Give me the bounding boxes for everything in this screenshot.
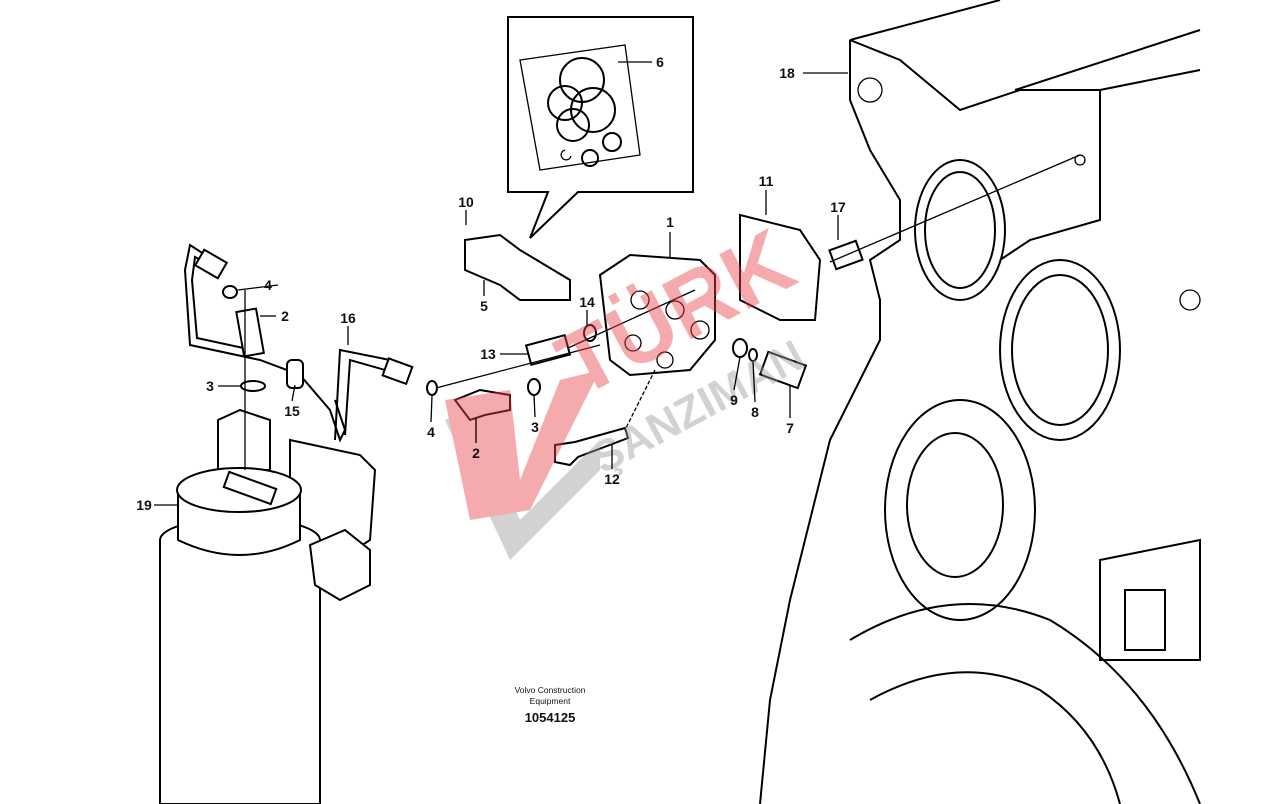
callout-2[interactable]: 2 (472, 445, 480, 461)
callout-3[interactable]: 3 (206, 378, 214, 394)
callout-5[interactable]: 5 (480, 298, 488, 314)
transmission-housing (759, 0, 1201, 804)
gasket (739, 213, 822, 321)
callout-8[interactable]: 8 (751, 404, 759, 420)
callout-12[interactable]: 12 (604, 471, 620, 487)
callout-10[interactable]: 10 (458, 194, 474, 210)
callout-7[interactable]: 7 (786, 420, 794, 436)
callout-17[interactable]: 17 (830, 199, 846, 215)
publisher-line-2: Equipment (529, 696, 571, 706)
pipes (183, 243, 696, 443)
callout-3[interactable]: 3 (531, 419, 539, 435)
callout-11[interactable]: 11 (759, 173, 774, 189)
valve-block (598, 253, 716, 441)
callout-18[interactable]: 18 (779, 65, 795, 81)
leader-lines (154, 72, 848, 506)
callout-4[interactable]: 4 (427, 424, 435, 440)
drawing-number: 1054125 (524, 710, 576, 725)
sensor (758, 350, 808, 390)
drawing-footer: Volvo Construction Equipment 1054125 (480, 685, 620, 725)
plug-13 (524, 333, 572, 367)
callout-15[interactable]: 15 (284, 403, 300, 419)
callout-9[interactable]: 9 (730, 392, 738, 408)
callout-2[interactable]: 2 (281, 308, 289, 324)
callout-14[interactable]: 14 (579, 294, 595, 310)
callout-13[interactable]: 13 (480, 346, 496, 362)
callout-6[interactable]: 6 (656, 54, 664, 70)
callout-4[interactable]: 4 (264, 277, 272, 293)
callout-16[interactable]: 16 (340, 310, 356, 326)
callout-1[interactable]: 1 (666, 214, 674, 230)
publisher-line-1: Volvo Construction (514, 685, 586, 695)
seal-kit-inset (507, 16, 694, 239)
bolt (554, 426, 630, 467)
elbow-fitting (453, 388, 511, 422)
solenoid-valve (464, 233, 571, 301)
callout-19[interactable]: 19 (136, 497, 152, 513)
oil-filter (159, 290, 377, 804)
